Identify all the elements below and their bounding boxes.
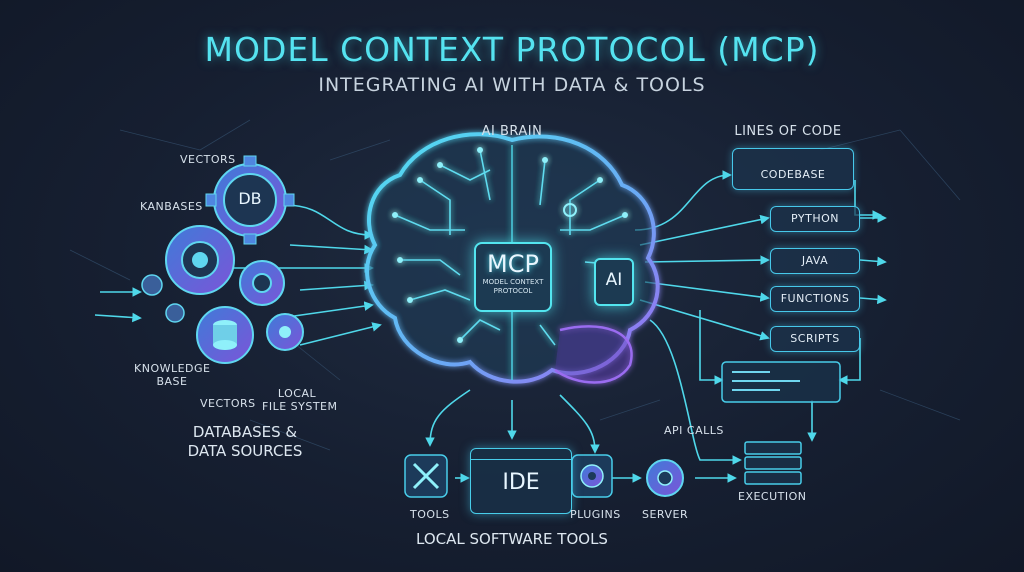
ai-brain-label: AI BRAIN [481, 124, 543, 139]
functions-label: FUNCTIONS [780, 292, 850, 305]
knowledge-base-line-2: BASE [156, 375, 188, 388]
java-label: JAVA [801, 254, 829, 267]
databases-section-line-1: DATABASES & [192, 423, 298, 441]
mini-gear-icon [141, 274, 163, 296]
mcp-caption-2: PROTOCOL [493, 287, 533, 295]
ide-window-titlebar [471, 449, 571, 460]
database-gear-icon [196, 306, 254, 364]
python-box: PYTHON [770, 206, 860, 232]
db-gear-label: DB [238, 189, 262, 208]
python-label: PYTHON [791, 212, 839, 225]
local-software-tools-label: LOCAL SOFTWARE TOOLS [416, 530, 608, 548]
plugins-gear-icon [571, 454, 613, 498]
execution-server-icon [744, 441, 802, 485]
knowledge-base-label: KNOWLEDGE BASE [134, 362, 210, 388]
local-fs-line-1: LOCAL [277, 387, 317, 400]
local-file-system-label: LOCAL FILE SYSTEM [262, 387, 338, 413]
tiny-gear-icon [266, 313, 304, 351]
ide-label: IDE [502, 470, 540, 495]
databases-section-line-2: DATA SOURCES [187, 442, 303, 460]
page-subtitle: INTEGRATING AI WITH DATA & TOOLS [318, 74, 706, 96]
databases-section-label: DATABASES & DATA SOURCES [180, 423, 310, 461]
small-gear-icon [239, 260, 285, 306]
mcp-badge: MCP MODEL CONTEXT PROTOCOL [474, 242, 552, 312]
ide-window: IDE [470, 448, 572, 514]
left-arrows [94, 204, 382, 346]
ai-badge-text: AI [605, 270, 623, 290]
mcp-caption-1: MODEL CONTEXT [482, 278, 544, 286]
java-box: JAVA [770, 248, 860, 274]
kanbases-label: KANBASES [140, 200, 203, 213]
codebase-box: CODEBASE [732, 148, 854, 190]
knowledge-base-line-1: KNOWLEDGE [134, 362, 211, 375]
local-fs-line-2: FILE SYSTEM [262, 400, 338, 413]
tools-icon [404, 454, 448, 498]
server-label: SERVER [642, 508, 689, 521]
mcp-badge-text: MCP [487, 250, 539, 278]
db-gear-icon [205, 155, 295, 245]
large-gear-icon [165, 225, 235, 295]
tools-label: TOOLS [410, 508, 450, 521]
plugins-label: PLUGINS [570, 508, 621, 521]
code-lines-icon [732, 371, 800, 391]
mini-gear-icon-2 [165, 303, 185, 323]
network-lines [69, 119, 961, 451]
vectors-bottom-label: VECTORS [200, 397, 256, 410]
lines-of-code-label: LINES OF CODE [734, 124, 842, 139]
functions-box: FUNCTIONS [770, 286, 860, 312]
gear-cluster [141, 155, 304, 364]
scripts-label: SCRIPTS [790, 332, 840, 345]
page-title: MODEL CONTEXT PROTOCOL (MCP) [204, 30, 820, 69]
vectors-top-label: VECTORS [180, 153, 236, 166]
execution-label: EXECUTION [738, 490, 807, 503]
codebase-label: CODEBASE [760, 168, 826, 181]
ai-badge: AI [594, 258, 634, 306]
bottom-arrows [425, 389, 737, 483]
scripts-box: SCRIPTS [770, 326, 860, 352]
server-gear-icon [646, 459, 684, 497]
api-calls-label: API CALLS [664, 424, 724, 437]
